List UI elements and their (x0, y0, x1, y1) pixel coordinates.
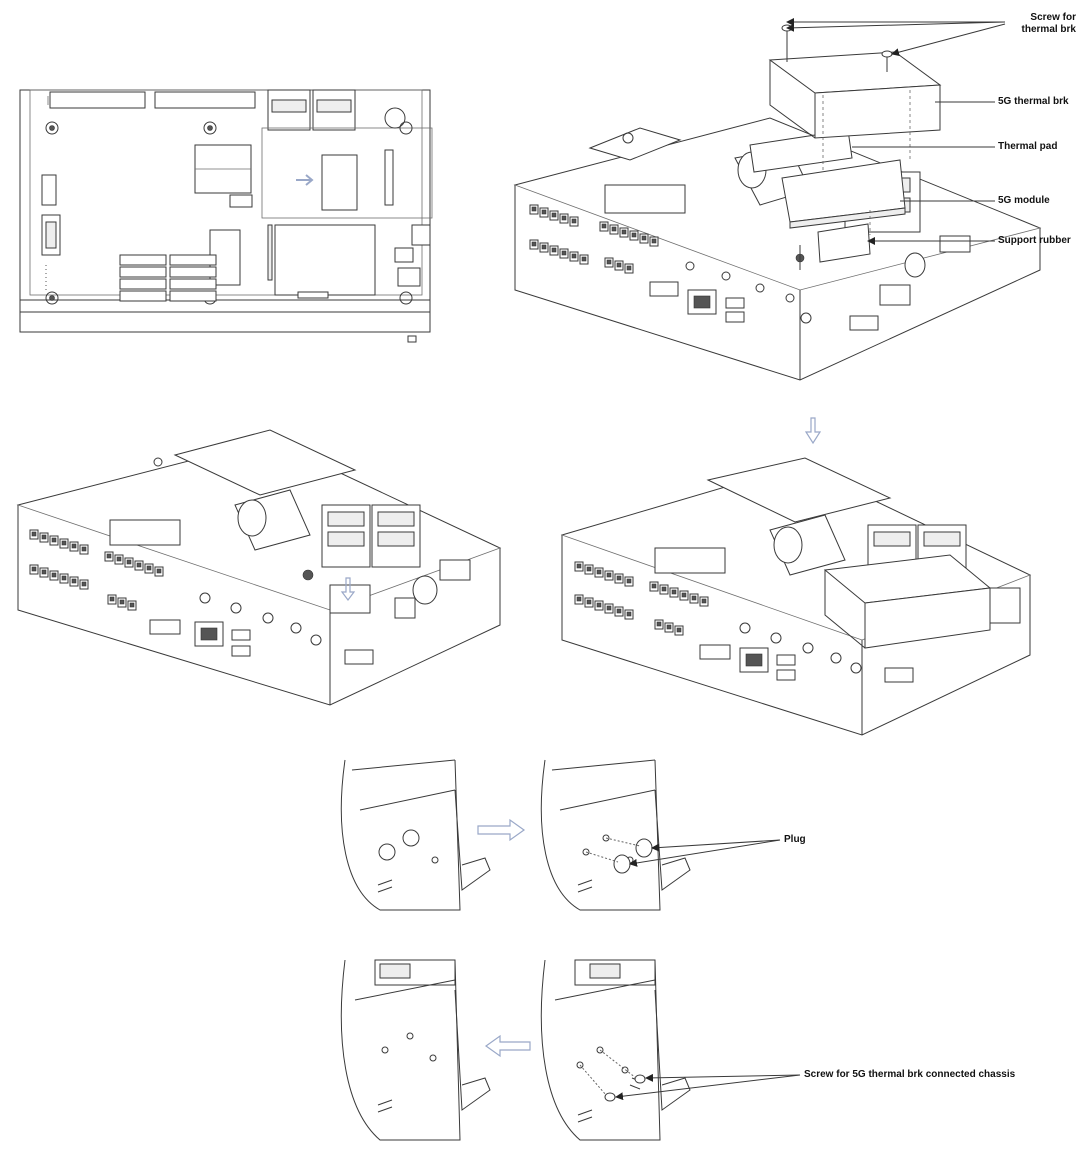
screw-detail (340, 959, 801, 1141)
exploded-view (513, 18, 1042, 445)
label-plug: Plug (784, 834, 806, 845)
board-assembled-with-brk (560, 457, 1032, 736)
label-support-rubber: Support rubber (998, 235, 1071, 246)
board-top-view (19, 89, 433, 343)
board-assembled-left (16, 429, 502, 706)
label-5g-thermal-brk: 5G thermal brk (998, 96, 1069, 107)
label-screw-for-thermal-brk: Screw for thermal brk (1021, 12, 1076, 35)
label-5g-module: 5G module (998, 195, 1050, 206)
plug-detail (340, 759, 781, 911)
label-thermal-pad: Thermal pad (998, 141, 1058, 152)
label-screw-chassis: Screw for 5G thermal brk connected chass… (804, 1069, 1016, 1080)
